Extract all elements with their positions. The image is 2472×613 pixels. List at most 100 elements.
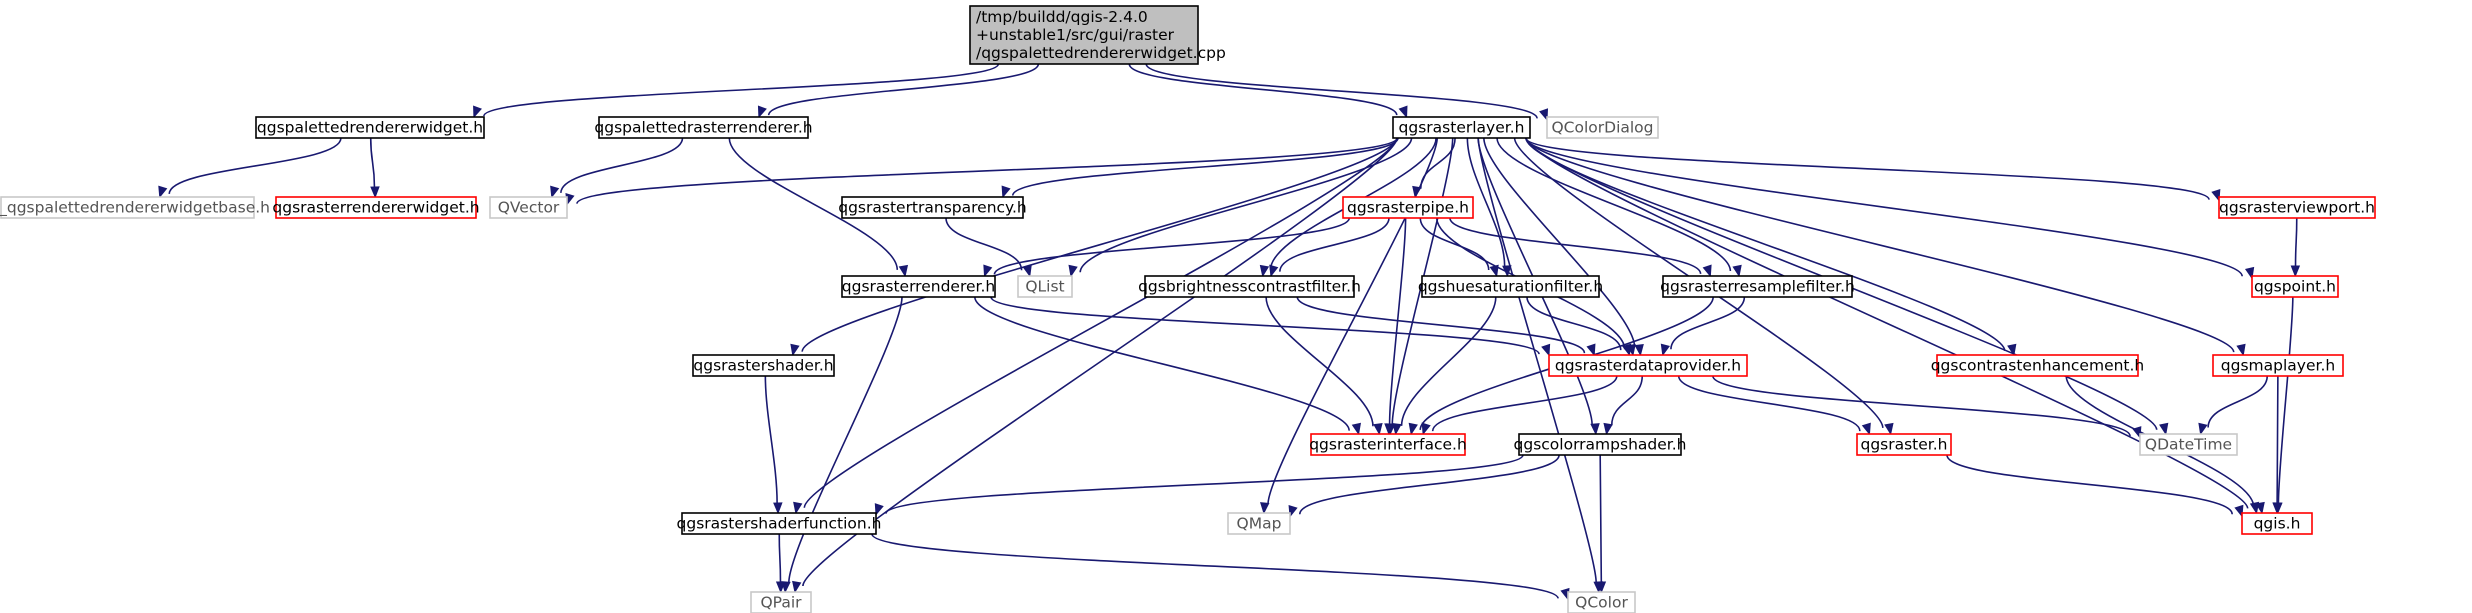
edge-line bbox=[1483, 137, 1636, 347]
node-label: qgscolorrampshader.h bbox=[1514, 436, 1687, 454]
node-qgsraster-h[interactable]: qgsraster.h bbox=[1856, 433, 1952, 456]
arrowhead-icon bbox=[775, 581, 786, 594]
arrowhead-icon bbox=[2211, 189, 2221, 202]
edge-qgsbrightnesscontrastfilter-h-to-qgsrasterinterface-h bbox=[1265, 296, 1383, 436]
node-qgscontrastenhancement-h[interactable]: qgscontrastenhancement.h bbox=[1931, 354, 2145, 377]
edge-line bbox=[1610, 375, 1644, 426]
node-qgshuesaturationfilter-h[interactable]: qgshuesaturationfilter.h bbox=[1418, 275, 1603, 298]
edge-qgsrasterrenderer-h-to-qgsrasterinterface-h bbox=[974, 296, 1361, 436]
node-box bbox=[692, 354, 835, 377]
node-label: qgshuesaturationfilter.h bbox=[1418, 278, 1603, 296]
arrowhead-icon bbox=[898, 264, 909, 278]
node-qgis-h[interactable]: qgis.h bbox=[2241, 512, 2313, 535]
edge-qgsmaplayer-h-to-qgis-h bbox=[2272, 375, 2282, 515]
arrowhead-icon bbox=[1590, 423, 1600, 436]
node-label: qgsrastershaderfunction.h bbox=[677, 515, 882, 533]
node-qgsrasterdataprovider-h[interactable]: qgsrasterdataprovider.h bbox=[1548, 354, 1748, 377]
edge-qgspalettedrasterrenderer-h-to-qgsrasterrenderer-h bbox=[728, 137, 909, 278]
edge-qgsrasterlayer-h-to-qgshuesaturationfilter-h bbox=[1466, 137, 1512, 278]
node-box bbox=[1392, 116, 1531, 139]
arrowhead-icon bbox=[790, 343, 800, 357]
arrowhead-icon bbox=[1351, 422, 1361, 436]
edge-line bbox=[2277, 296, 2294, 504]
node-box bbox=[1421, 275, 1600, 298]
edge-qgsrasterlayer-h-to-qgspoint-h bbox=[1525, 137, 2255, 280]
arrowhead-icon bbox=[1373, 422, 1383, 436]
edge-line bbox=[801, 137, 1398, 352]
node-qgspalettedrasterrenderer-h[interactable]: qgspalettedrasterrenderer.h bbox=[594, 116, 813, 139]
node-qgsmaplayer-h[interactable]: qgsmaplayer.h bbox=[2212, 354, 2344, 377]
edge-qgsrasterlayer-h-to-qgsrastershaderfunction-h bbox=[793, 137, 1398, 515]
edge-line bbox=[885, 454, 1524, 515]
edge-line bbox=[1279, 217, 1390, 272]
node-label: qgsrasterrenderer.h bbox=[842, 278, 995, 296]
edge-qgsrasterpipe-h-to-qgshuesaturationfilter-h bbox=[1419, 217, 1499, 278]
edge-line bbox=[1712, 375, 2131, 437]
edge-qgsraster-h-to-qgis-h bbox=[1946, 454, 2244, 518]
arrowhead-icon bbox=[1586, 343, 1596, 357]
node-box bbox=[598, 116, 809, 139]
edge-line bbox=[767, 63, 1040, 116]
node-qgsrastershaderfunction-h[interactable]: qgsrastershaderfunction.h bbox=[677, 512, 882, 535]
arrowhead-icon bbox=[1260, 502, 1270, 515]
node-box bbox=[1567, 591, 1636, 613]
node-qgsrasterinterface-h[interactable]: qgsrasterinterface.h bbox=[1309, 433, 1467, 456]
arrowhead-icon bbox=[1489, 264, 1499, 278]
node-qcolordialog: QColorDialog bbox=[1546, 116, 1659, 139]
node-box bbox=[1144, 275, 1355, 298]
edge-qgscolorrampshader-h-to-qcolor bbox=[1596, 454, 1607, 594]
node-box bbox=[2218, 196, 2376, 219]
node-label: QMap bbox=[1237, 515, 1282, 533]
edge-qgspalettedrendererwidget-h-to-ui-qgspalettedrendererwidgetbase-h bbox=[158, 137, 342, 199]
node-qgsrasterresamplefilter-h[interactable]: qgsrasterresamplefilter.h bbox=[1660, 275, 1855, 298]
edge-line bbox=[788, 296, 903, 583]
edge-qgsrasterviewport-h-to-qgspoint-h bbox=[2290, 217, 2301, 278]
node-box bbox=[2241, 512, 2313, 535]
node-qgsrasterpipe-h[interactable]: qgsrasterpipe.h bbox=[1342, 196, 1474, 219]
edge-qgsmaplayer-h-to-qdatetime bbox=[2198, 375, 2269, 436]
edge-line bbox=[1946, 454, 2234, 515]
arrowhead-icon bbox=[1398, 105, 1408, 119]
edge-qgsrasterlayer-h-to-qgscontrastenhancement-h bbox=[1525, 137, 2017, 357]
edge-line bbox=[728, 137, 899, 270]
edge-qgsrasterrenderer-h-to-qpair bbox=[781, 296, 903, 594]
arrowhead-icon bbox=[983, 264, 993, 278]
node-label: qgsrasterpipe.h bbox=[1347, 199, 1469, 217]
node-qgspalettedrendererwidget-h[interactable]: qgspalettedrendererwidget.h bbox=[255, 116, 485, 139]
node-box bbox=[841, 196, 1024, 219]
edge-qgshuesaturationfilter-h-to-qgsrasterdataprovider-h bbox=[1526, 296, 1632, 357]
node-qgsrasterrenderer-h[interactable]: qgsrasterrenderer.h bbox=[841, 275, 996, 298]
edge-line bbox=[1128, 63, 1398, 116]
edge-line bbox=[871, 533, 1559, 600]
node-qgscolorrampshader-h[interactable]: qgscolorrampshader.h bbox=[1514, 433, 1687, 456]
edge-qgsrasterlayer-h-to-qgsrastertransparency-h bbox=[1001, 137, 1399, 199]
edge-line bbox=[1477, 137, 1597, 583]
edge-line bbox=[2276, 375, 2279, 504]
node-qmap: QMap bbox=[1227, 512, 1291, 535]
edge-qgsrasterrenderer-h-to-qgsrasterdataprovider-h bbox=[990, 296, 1551, 357]
edge-qgsrasterpipe-h-to-qgsbrightnesscontrastfilter-h bbox=[1269, 217, 1390, 278]
node-qgsbrightnesscontrastfilter-h[interactable]: qgsbrightnesscontrastfilter.h bbox=[1138, 275, 1361, 298]
arrowhead-icon bbox=[793, 501, 803, 515]
edge-line bbox=[1079, 137, 1413, 273]
node-label: qgsrasterdataprovider.h bbox=[1555, 357, 1741, 375]
arrowhead-icon bbox=[792, 580, 802, 594]
node-qgsrasterrendererwidget-h[interactable]: qgsrasterrendererwidget.h bbox=[272, 196, 480, 219]
node-label: /tmp/buildd/qgis-2.4.0 bbox=[976, 8, 1148, 26]
arrowhead-icon bbox=[2255, 501, 2265, 515]
node-qgsrasterlayer-h[interactable]: qgsrasterlayer.h bbox=[1392, 116, 1531, 139]
edge-qgsrasterlayer-h-to-qpair bbox=[792, 137, 1398, 594]
node-label: qgsrastershader.h bbox=[693, 357, 833, 375]
edge-line bbox=[1267, 137, 1438, 504]
node-qgsrasterviewport-h[interactable]: qgsrasterviewport.h bbox=[2218, 196, 2376, 219]
node-qgspoint-h[interactable]: qgspoint.h bbox=[2251, 275, 2339, 298]
node-label: QPair bbox=[760, 594, 802, 612]
graph-edges bbox=[158, 63, 2301, 601]
arrowhead-icon bbox=[2198, 422, 2208, 436]
node-qgsrastershader-h[interactable]: qgsrastershader.h bbox=[692, 354, 835, 377]
node-qgsrastertransparency-h[interactable]: qgsrastertransparency.h bbox=[838, 196, 1027, 219]
node-root[interactable]: /tmp/buildd/qgis-2.4.0+unstable1/src/gui… bbox=[969, 5, 1226, 65]
edge-qgsrasterlayer-h-to-qgis-h bbox=[1525, 137, 2260, 515]
node-box bbox=[1518, 433, 1682, 456]
